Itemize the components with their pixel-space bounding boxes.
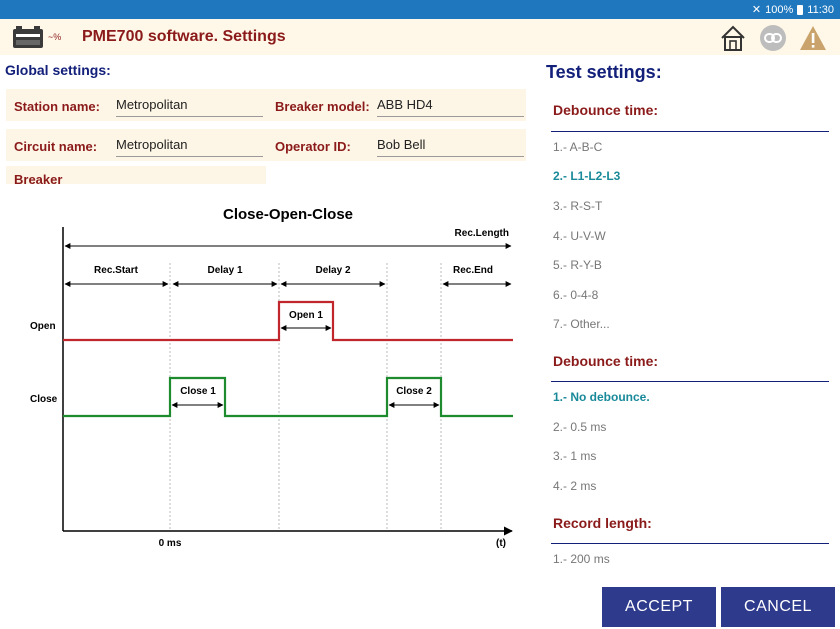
link-icon[interactable]: [759, 24, 787, 52]
row-circuit: [6, 129, 526, 161]
circuit-name-field[interactable]: Metropolitan: [116, 135, 263, 157]
option-l1-l2-l3[interactable]: 2.- L1-L2-L3: [553, 169, 621, 183]
open-signal-label: Open: [30, 321, 56, 332]
open1-label: Open 1: [289, 310, 323, 321]
option-200-ms[interactable]: 1.- 200 ms: [553, 552, 610, 566]
battery-logo-icon: [13, 26, 43, 48]
diagram-title: Close-Open-Close: [223, 206, 353, 223]
delay1-label: Delay 1: [207, 265, 242, 276]
warning-icon[interactable]: [799, 24, 827, 52]
clock: 11:30: [807, 3, 834, 16]
option-0-4-8[interactable]: 6.- 0-4-8: [553, 288, 599, 302]
time-axis-label: (t): [496, 538, 506, 549]
row-breaker: [6, 166, 266, 184]
operator-id-label: Operator ID:: [275, 139, 351, 154]
rec-start-label: Rec.Start: [94, 265, 139, 276]
station-name-label: Station name:: [14, 99, 100, 114]
option-other[interactable]: 7.- Other...: [553, 317, 610, 331]
option-r-s-t[interactable]: 3.- R-S-T: [553, 199, 603, 213]
close2-label: Close 2: [396, 386, 432, 397]
operator-id-field[interactable]: Bob Bell: [377, 135, 524, 157]
rec-length-label: Rec.Length: [455, 228, 509, 239]
option-a-b-c[interactable]: 1.- A-B-C: [553, 140, 603, 154]
group-title-record-length: Record length:: [553, 515, 652, 531]
option-2-ms[interactable]: 4.- 2 ms: [553, 479, 597, 493]
battery-percentage: 100%: [765, 3, 794, 16]
group-title-debounce-1: Debounce time:: [553, 102, 659, 118]
status-bar: ✕ 100% 11:30: [0, 0, 840, 19]
option-0-5-ms[interactable]: 2.- 0.5 ms: [553, 420, 607, 434]
group-divider: [551, 131, 829, 132]
station-name-field[interactable]: Metropolitan: [116, 95, 263, 117]
breaker-model-label: Breaker model:: [275, 99, 370, 114]
rec-end-label: Rec.End: [453, 265, 493, 276]
close-signal-trace: [63, 376, 513, 418]
row-station: [6, 89, 526, 121]
breaker-model-field[interactable]: ABB HD4: [377, 95, 524, 117]
option-no-debounce[interactable]: 1.- No debounce.: [553, 390, 650, 404]
page-title: PME700 software. Settings: [82, 28, 286, 45]
group-title-debounce-2: Debounce time:: [553, 353, 659, 369]
battery-level-label: ~%: [48, 32, 62, 42]
close-signal-label: Close: [30, 394, 58, 405]
group-divider: [551, 381, 829, 382]
zero-ms-label: 0 ms: [159, 538, 182, 549]
open-signal-trace: [63, 300, 513, 342]
home-icon[interactable]: [719, 24, 747, 52]
breaker-label: Breaker: [14, 172, 63, 187]
global-settings-title: Global settings:: [5, 62, 111, 78]
mute-icon: ✕: [751, 4, 762, 16]
close-open-close-diagram: Close-Open-Close Rec.Length Rec.Start De…: [30, 206, 513, 549]
delay2-label: Delay 2: [315, 265, 350, 276]
group-divider: [551, 543, 829, 544]
title-bar: ~% PME700 software. Settings: [0, 19, 840, 55]
test-settings-title: Test settings:: [546, 62, 662, 82]
battery-icon: [797, 4, 804, 15]
option-1-ms[interactable]: 3.- 1 ms: [553, 449, 597, 463]
option-r-y-b[interactable]: 5.- R-Y-B: [553, 258, 602, 272]
cancel-button[interactable]: CANCEL: [721, 587, 835, 627]
option-u-v-w[interactable]: 4.- U-V-W: [553, 229, 606, 243]
circuit-name-label: Circuit name:: [14, 139, 98, 154]
close1-label: Close 1: [180, 386, 216, 397]
accept-button[interactable]: ACCEPT: [602, 587, 716, 627]
